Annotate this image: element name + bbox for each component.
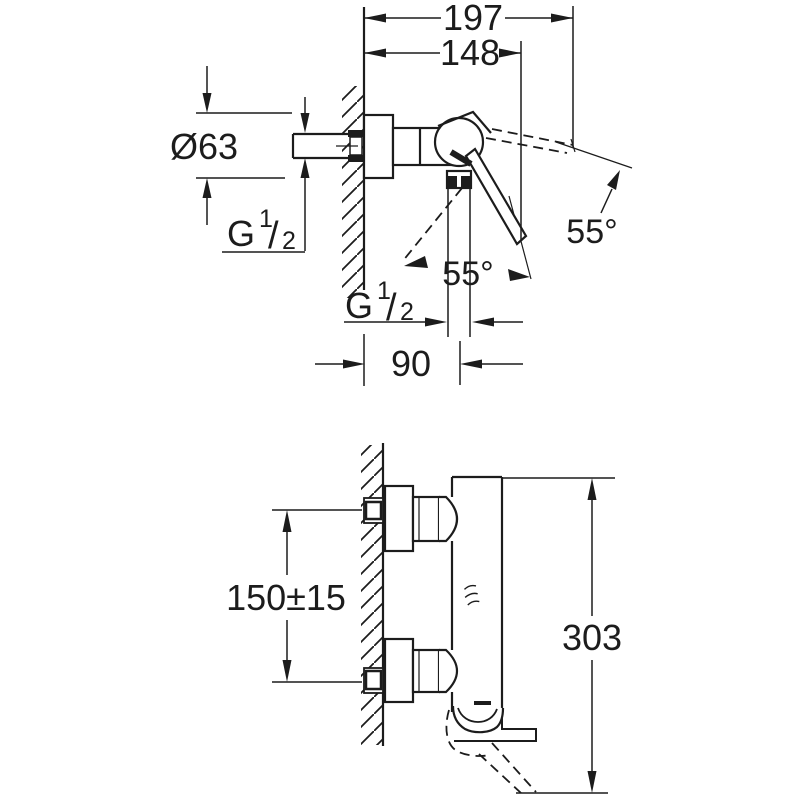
arrowhead: [300, 158, 310, 178]
outlet-cup: [451, 705, 505, 734]
escutcheon-lower: [383, 637, 415, 704]
mixer-body-front-view: [450, 475, 504, 712]
dim-label-150: 150±15: [226, 577, 346, 618]
brand-mark: [463, 584, 480, 606]
wall-hatch-front: [361, 445, 383, 745]
arrowhead: [551, 13, 573, 23]
arrowhead: [425, 317, 447, 327]
arrowhead: [343, 359, 365, 369]
hose-outlet: [451, 701, 537, 742]
outlet-thread-label-den: 2: [400, 298, 414, 326]
lever-base: [449, 149, 473, 167]
arrowhead: [404, 256, 428, 268]
angle-label-open: 55°: [566, 213, 617, 251]
lever-swing-dashed: [401, 187, 463, 263]
arrowhead: [202, 178, 212, 198]
inlet-thread-label-g: G: [227, 213, 255, 254]
lever-cap: [437, 110, 492, 134]
arrowhead: [460, 359, 482, 369]
dim-150: 150±15: [226, 509, 362, 683]
union-nut-upper: [411, 495, 441, 543]
hose-bracket: [454, 712, 537, 742]
outlet-thread-label-num: 1: [377, 277, 391, 305]
upper-connection: [363, 484, 459, 553]
dim-303: 303: [502, 477, 622, 794]
lower-connection: [363, 637, 459, 704]
wall-section-top: [342, 7, 366, 386]
dim-dia63: Ø63: [170, 66, 292, 225]
inlet-thread-label-den: 2: [282, 227, 296, 255]
wall-hatch-top: [342, 86, 364, 298]
wall-stub: [363, 667, 384, 694]
dim-angle-open-55: 55°: [566, 170, 620, 251]
outlet-thread-label-slash: /: [386, 287, 397, 329]
callout-inlet-thread: G 1 / 2: [222, 97, 310, 257]
outlet-thread-label-g: G: [345, 285, 373, 326]
dim-label-148: 148: [440, 32, 500, 73]
arrowhead: [587, 478, 597, 500]
inlet-thread-label-num: 1: [259, 205, 273, 233]
dim-label-303: 303: [562, 617, 622, 658]
dim-label-197: 197: [443, 0, 503, 38]
escutcheon-top-view: [362, 113, 395, 180]
arrowhead: [607, 170, 620, 190]
thread-section-upper: [348, 130, 364, 137]
dim-197: 197: [364, 0, 574, 147]
outlet-port-top-view: [445, 169, 473, 337]
arrowhead: [508, 269, 530, 281]
outlet-cup-inner: [457, 707, 498, 723]
dim-148: 148: [364, 32, 522, 240]
lever-closed: [464, 147, 528, 246]
supply-pipe: [291, 130, 364, 162]
lever-open-dashed: [485, 128, 576, 154]
arrowhead: [364, 48, 386, 58]
arrowhead: [499, 48, 521, 58]
hose-dashed: [445, 709, 537, 794]
escutcheon-upper: [383, 484, 415, 553]
dim-label-dia63: Ø63: [170, 126, 238, 167]
angle-reference-line: [555, 141, 633, 169]
connector-dome-upper: [439, 495, 459, 543]
arrowhead: [364, 13, 386, 23]
thread-section-lower: [348, 155, 364, 162]
wall-section-front: [361, 443, 385, 746]
arrowhead: [282, 660, 292, 682]
union-nut-lower: [411, 648, 441, 694]
front-view: 150±15 303: [226, 443, 622, 794]
top-view: 197 148 Ø63 G 1 / 2: [170, 0, 633, 386]
wall-stub: [363, 497, 384, 524]
arrowhead: [282, 510, 292, 532]
angle-label-swing: 55°: [442, 255, 493, 293]
arrowhead: [472, 317, 494, 327]
inlet-thread-label-slash: /: [268, 215, 279, 257]
arrowhead: [587, 771, 597, 793]
dim-angle-swing-55: 55°: [401, 187, 530, 293]
connector-dome-lower: [439, 648, 459, 694]
dim-label-90: 90: [391, 343, 431, 384]
arrowhead: [202, 93, 212, 113]
dim-90: 90: [315, 341, 523, 385]
callout-outlet-thread: G 1 / 2: [344, 277, 523, 329]
arrowhead: [300, 113, 310, 133]
